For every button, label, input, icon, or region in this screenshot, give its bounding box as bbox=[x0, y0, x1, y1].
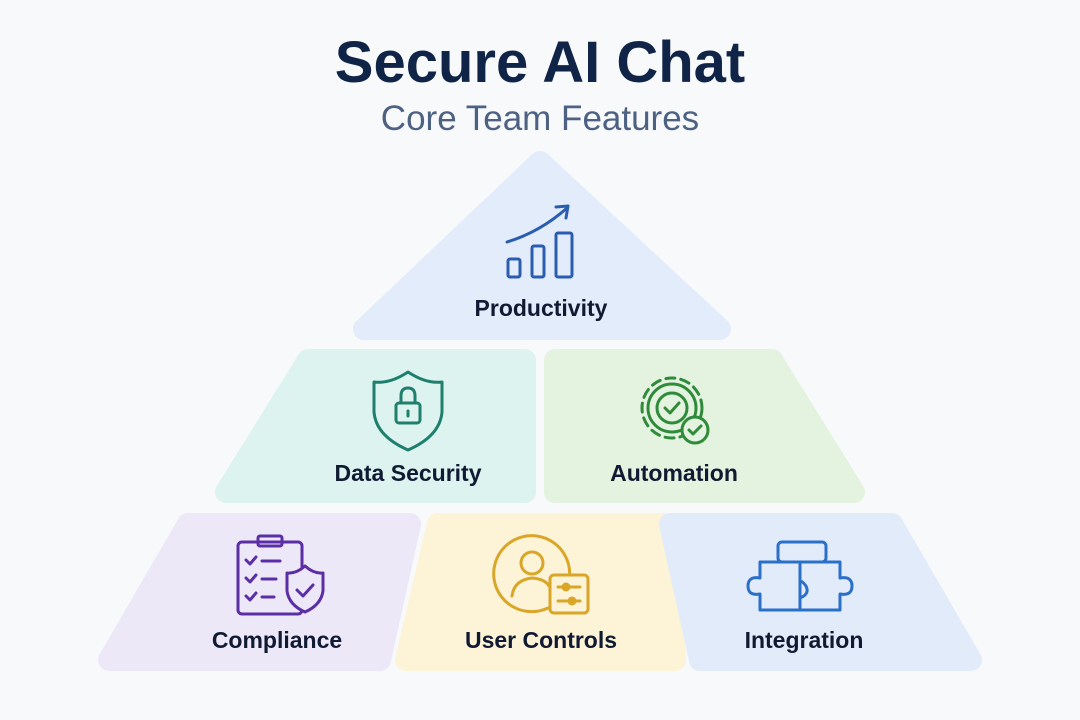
puzzle-icon bbox=[746, 540, 854, 612]
tier-data-security bbox=[215, 349, 536, 503]
clipboard-shield-icon bbox=[236, 534, 325, 616]
growth-chart-icon bbox=[505, 204, 574, 279]
subtitle: Core Team Features bbox=[381, 99, 699, 138]
tier-integration bbox=[659, 513, 982, 671]
tier-label-integration: Integration bbox=[745, 627, 864, 653]
tier-label-compliance: Compliance bbox=[212, 627, 342, 653]
tier-user-controls bbox=[395, 513, 686, 671]
tier-label-data-security: Data Security bbox=[334, 460, 481, 486]
gear-check-icon bbox=[640, 376, 710, 445]
tier-label-user-controls: User Controls bbox=[465, 627, 617, 653]
tier-compliance bbox=[98, 513, 421, 671]
user-sliders-icon bbox=[492, 534, 590, 615]
title: Secure AI Chat bbox=[335, 30, 745, 95]
tier-label-productivity: Productivity bbox=[475, 295, 608, 321]
tier-label-automation: Automation bbox=[610, 460, 738, 486]
shield-lock-icon bbox=[372, 370, 444, 452]
